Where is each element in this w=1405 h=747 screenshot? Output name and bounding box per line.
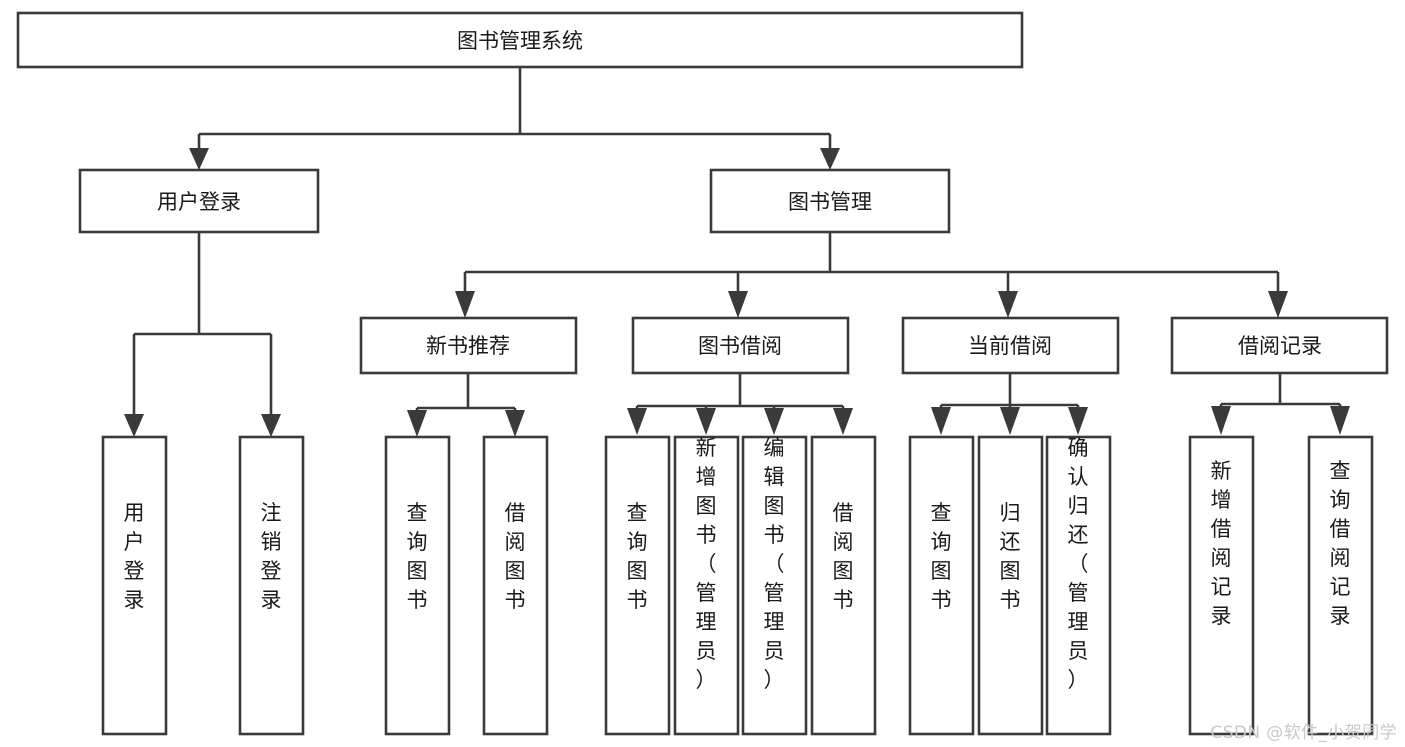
arrow-borrow-l2 xyxy=(696,408,716,435)
leaf-book-borrow-edit[interactable]: 编辑图书（管理员） xyxy=(741,435,808,736)
user-login-box[interactable] xyxy=(78,168,320,234)
leaf-new-book-query[interactable]: 查询图书 xyxy=(384,435,451,736)
new-book-recommend-box[interactable] xyxy=(359,316,578,375)
current-borrow-box[interactable] xyxy=(901,316,1120,375)
leaf-current-borrow-query[interactable]: 查询图书 xyxy=(908,435,975,736)
leaf-current-borrow-query-label: 查询图书 xyxy=(931,501,952,612)
node-new-book-recommend[interactable]: 新书推荐 xyxy=(359,316,578,375)
leaf-current-borrow-confirm[interactable]: 确认归还（管理员） xyxy=(1045,435,1112,736)
node-borrow-record[interactable]: 借阅记录 xyxy=(1170,316,1389,375)
new-book-recommend-label: 新书推荐 xyxy=(426,334,510,358)
current-borrow-label: 当前借阅 xyxy=(968,334,1052,358)
arrow-borrow-l3 xyxy=(764,408,784,435)
leaf-box[interactable] xyxy=(810,435,877,736)
arrow-root-to-book-manage xyxy=(820,148,840,170)
leaf-box[interactable] xyxy=(604,435,671,736)
csdn-watermark: CSDN @软件_小贺同学 xyxy=(1210,723,1397,743)
leaf-book-borrow-edit-label: 编辑图书（管理员） xyxy=(764,436,785,692)
node-book-borrow[interactable]: 图书借阅 xyxy=(631,316,850,375)
leaf-box[interactable] xyxy=(1188,435,1255,736)
arrow-record-l1 xyxy=(1211,406,1231,435)
leaf-box[interactable] xyxy=(1307,435,1374,736)
arrow-record-l2 xyxy=(1330,406,1350,435)
book-management-box[interactable] xyxy=(709,168,951,234)
leaf-user-login-logout[interactable]: 注销登录 xyxy=(238,435,305,736)
arrow-current-l1 xyxy=(931,407,951,435)
root-box[interactable] xyxy=(16,11,1024,69)
borrow-record-box[interactable] xyxy=(1170,316,1389,375)
leaf-user-login-login-label: 用户登录 xyxy=(124,501,145,612)
leaf-record-query[interactable]: 查询借阅记录 xyxy=(1307,435,1374,736)
arrow-newbook-l1 xyxy=(407,410,427,437)
node-user-login[interactable]: 用户登录 xyxy=(78,168,320,234)
leaf-box[interactable] xyxy=(741,435,808,736)
leaf-box[interactable] xyxy=(238,435,305,736)
leaf-box[interactable] xyxy=(384,435,451,736)
leaf-record-query-label: 查询借阅记录 xyxy=(1330,459,1351,628)
arrow-root-to-user-login xyxy=(189,148,209,170)
arrow-bm-c4 xyxy=(1268,291,1288,318)
leaf-box[interactable] xyxy=(101,435,168,736)
leaf-book-borrow-add[interactable]: 新增图书（管理员） xyxy=(673,435,740,736)
node-current-borrow[interactable]: 当前借阅 xyxy=(901,316,1120,375)
arrow-user-login-l1 xyxy=(124,414,144,437)
arrow-user-login-l2 xyxy=(261,414,281,437)
root-label: 图书管理系统 xyxy=(457,29,583,53)
arrow-current-l2 xyxy=(1000,407,1020,435)
leaf-new-book-borrow-label: 借阅图书 xyxy=(505,501,526,612)
book-management-label: 图书管理 xyxy=(788,190,872,214)
leaf-record-add-label: 新增借阅记录 xyxy=(1211,459,1232,628)
arrow-current-l3 xyxy=(1068,407,1088,435)
leaf-record-add[interactable]: 新增借阅记录 xyxy=(1188,435,1255,736)
arrow-newbook-l2 xyxy=(505,410,525,437)
leaf-current-borrow-return-label: 归还图书 xyxy=(1000,501,1021,612)
arrow-bm-c2 xyxy=(728,291,748,318)
node-book-management[interactable]: 图书管理 xyxy=(709,168,951,234)
borrow-record-label: 借阅记录 xyxy=(1238,334,1322,358)
leaf-book-borrow-query[interactable]: 查询图书 xyxy=(604,435,671,736)
leaf-current-borrow-return[interactable]: 归还图书 xyxy=(977,435,1044,736)
arrow-bm-c1 xyxy=(455,291,475,318)
leaf-box[interactable] xyxy=(1045,435,1112,736)
leaf-book-borrow-borrow[interactable]: 借阅图书 xyxy=(810,435,877,736)
leaf-box[interactable] xyxy=(673,435,740,736)
book-borrow-label: 图书借阅 xyxy=(698,334,782,358)
leaf-book-borrow-borrow-label: 借阅图书 xyxy=(833,501,854,612)
leaf-new-book-query-label: 查询图书 xyxy=(407,501,428,612)
node-root-book-management-system[interactable]: 图书管理系统 xyxy=(16,11,1024,69)
book-borrow-box[interactable] xyxy=(631,316,850,375)
leaf-user-login-login[interactable]: 用户登录 xyxy=(101,435,168,736)
leaf-book-borrow-query-label: 查询图书 xyxy=(627,501,648,612)
arrow-borrow-l4 xyxy=(833,408,853,435)
user-login-label: 用户登录 xyxy=(157,190,241,214)
edges-group xyxy=(124,67,1350,437)
leaf-box[interactable] xyxy=(908,435,975,736)
arrow-bm-c3 xyxy=(998,291,1018,318)
arrow-borrow-l1 xyxy=(627,408,647,435)
leaf-box[interactable] xyxy=(977,435,1044,736)
leaf-box[interactable] xyxy=(482,435,549,736)
leaf-current-borrow-confirm-label: 确认归还（管理员） xyxy=(1068,436,1089,692)
leaf-book-borrow-add-label: 新增图书（管理员） xyxy=(696,436,717,692)
leaf-user-login-logout-label: 注销登录 xyxy=(261,501,282,612)
leaf-new-book-borrow[interactable]: 借阅图书 xyxy=(482,435,549,736)
